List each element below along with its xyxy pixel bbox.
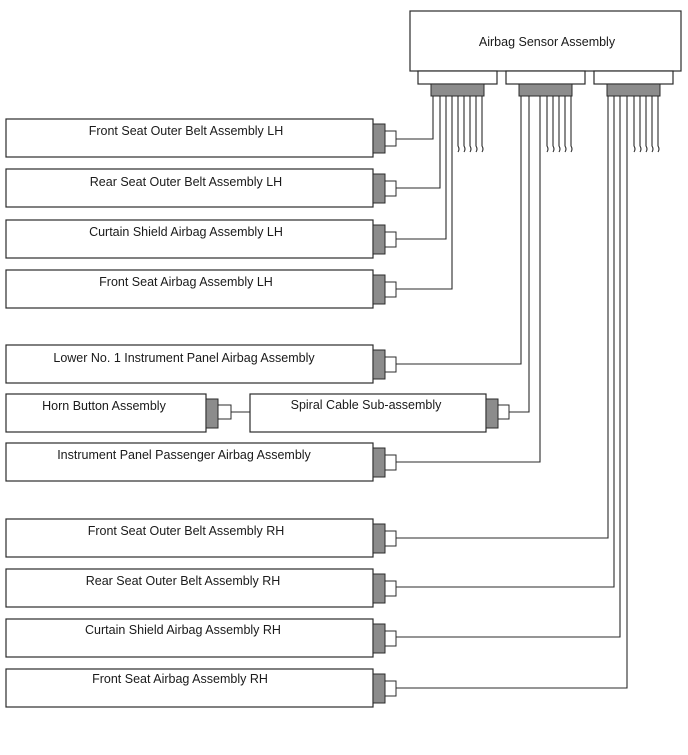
unused-wire-stubs (457, 96, 660, 153)
label-rear-belt-lh: Rear Seat Outer Belt Assembly LH (90, 175, 282, 189)
label-front-belt-rh: Front Seat Outer Belt Assembly RH (88, 524, 285, 538)
component-curtain-rh: Curtain Shield Airbag Assembly RH (5, 618, 397, 658)
airbag-sensor-assembly: Airbag Sensor Assembly (409, 10, 682, 97)
harness-wires (231, 96, 628, 689)
label-front-airbag-lh: Front Seat Airbag Assembly LH (99, 275, 273, 289)
component-rear-belt-lh: Rear Seat Outer Belt Assembly LH (5, 168, 397, 208)
wire-spiral-cable (509, 96, 530, 413)
component-spiral-cable: Spiral Cable Sub-assembly (249, 393, 510, 433)
wire-rear-belt-lh (396, 96, 441, 189)
wire-curtain-lh (396, 96, 447, 240)
component-curtain-lh: Curtain Shield Airbag Assembly LH (5, 219, 397, 259)
label-rear-belt-rh: Rear Seat Outer Belt Assembly RH (86, 574, 281, 588)
wire-passenger-airbag (396, 96, 541, 463)
component-front-belt-lh: Front Seat Outer Belt Assembly LH (5, 118, 397, 158)
component-passenger-airbag: Instrument Panel Passenger Airbag Assemb… (5, 442, 397, 482)
sensor-connector-1 (417, 70, 498, 85)
sensor-plug-2 (518, 83, 573, 97)
label-curtain-rh: Curtain Shield Airbag Assembly RH (85, 623, 281, 637)
sensor-plug-1 (430, 83, 485, 97)
wire-front-airbag-lh (396, 96, 453, 290)
sensor-box (409, 10, 682, 72)
label-curtain-lh: Curtain Shield Airbag Assembly LH (89, 225, 283, 239)
label-front-belt-lh: Front Seat Outer Belt Assembly LH (89, 124, 284, 138)
wire-front-belt-lh (396, 96, 434, 140)
label-lower-panel: Lower No. 1 Instrument Panel Airbag Asse… (53, 351, 315, 365)
component-front-airbag-rh: Front Seat Airbag Assembly RH (5, 668, 397, 708)
label-horn-button: Horn Button Assembly (42, 399, 166, 413)
component-rear-belt-rh: Rear Seat Outer Belt Assembly RH (5, 568, 397, 608)
component-front-belt-rh: Front Seat Outer Belt Assembly RH (5, 518, 397, 558)
component-horn-button: Horn Button Assembly (5, 393, 232, 433)
label-passenger-airbag: Instrument Panel Passenger Airbag Assemb… (57, 448, 311, 462)
sensor-label: Airbag Sensor Assembly (479, 35, 616, 49)
wire-rear-belt-rh (396, 96, 615, 588)
sensor-plug-3 (606, 83, 661, 97)
sensor-connector-2 (505, 70, 586, 85)
wire-curtain-rh (396, 96, 621, 638)
label-front-airbag-rh: Front Seat Airbag Assembly RH (92, 672, 268, 686)
sensor-connector-3 (593, 70, 674, 85)
component-lower-panel: Lower No. 1 Instrument Panel Airbag Asse… (5, 344, 397, 384)
wire-front-belt-rh (396, 96, 609, 539)
wire-lower-panel (396, 96, 522, 365)
wire-front-airbag-rh (396, 96, 628, 689)
component-front-airbag-lh: Front Seat Airbag Assembly LH (5, 269, 397, 309)
label-spiral-cable: Spiral Cable Sub-assembly (291, 398, 443, 412)
